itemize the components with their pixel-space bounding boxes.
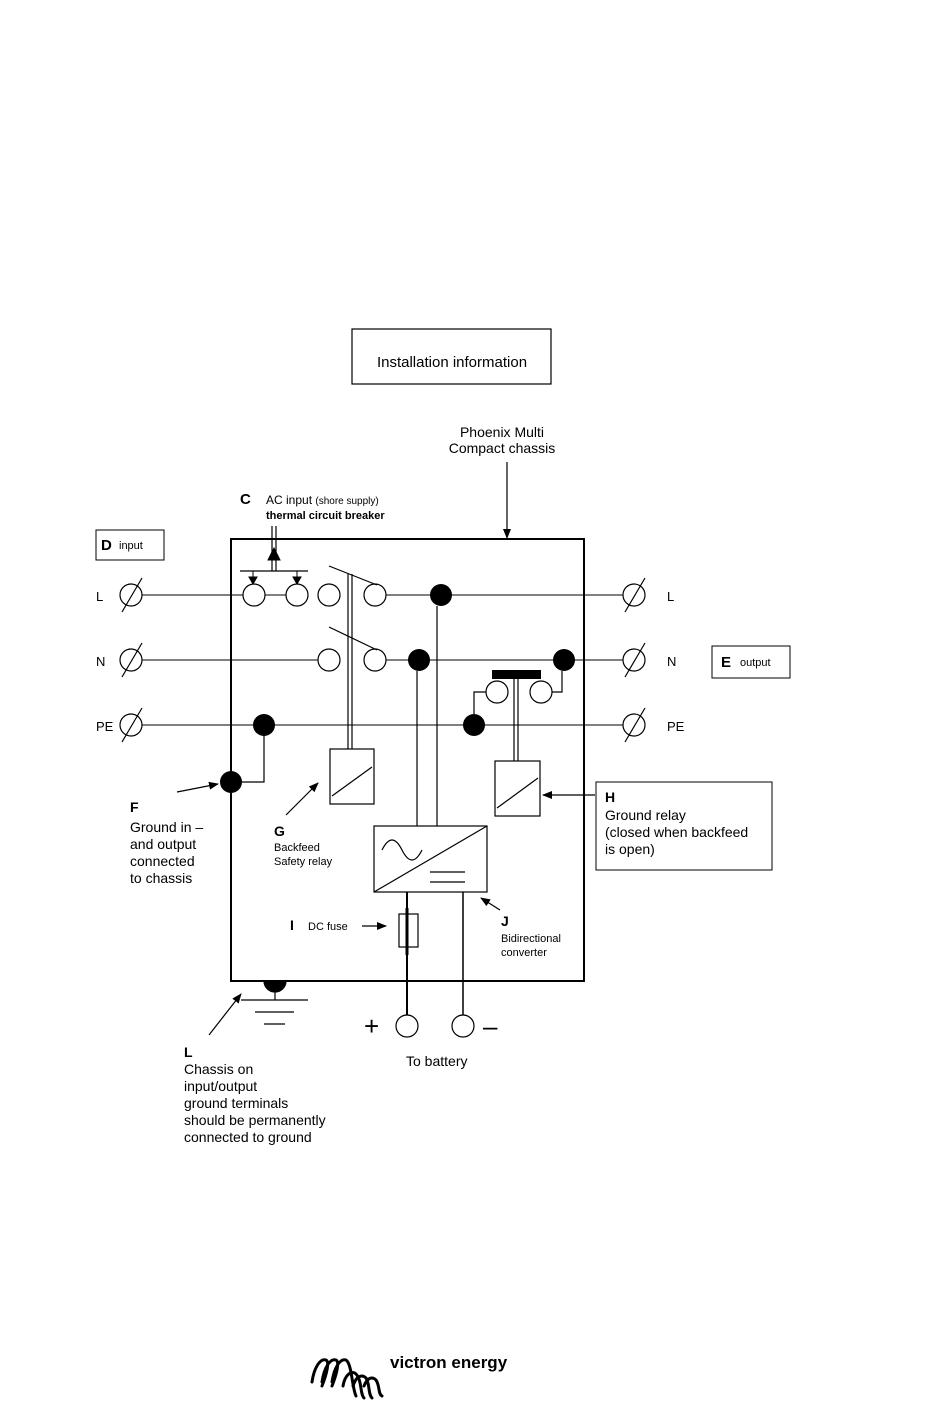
- ground-relay-contacts: [473, 670, 563, 761]
- left-terminal-symbols: [119, 577, 143, 743]
- thermal-breaker: [240, 526, 309, 607]
- logo-text: victron energy: [390, 1353, 508, 1372]
- battery-label: To battery: [406, 1053, 467, 1069]
- i-letter: I: [290, 917, 294, 933]
- f-line1: Ground in –: [130, 819, 203, 835]
- h-line1: Ground relay: [605, 807, 686, 823]
- chassis-label-line1: Phoenix Multi: [460, 424, 544, 440]
- c-letter: C: [240, 491, 251, 508]
- d-input-box: D input: [95, 529, 165, 561]
- junction-nodes: [220, 584, 575, 793]
- g-line1: Backfeed: [274, 842, 320, 854]
- backfeed-relay-coil: [329, 748, 375, 805]
- c-line1-rest: (shore supply): [315, 496, 378, 507]
- e-letter: E: [721, 654, 731, 671]
- j-line2: converter: [501, 947, 547, 959]
- l-line1: Chassis on: [184, 1061, 253, 1077]
- right-terminal-n: N: [667, 654, 676, 669]
- h-letter: H: [605, 789, 615, 805]
- left-terminal-l: L: [96, 589, 103, 604]
- c-line1: AC input (shore supply): [266, 493, 379, 507]
- chassis-label-line2: Compact chassis: [449, 440, 556, 456]
- f-line3: connected: [130, 853, 195, 869]
- f-line2: and output: [130, 836, 196, 852]
- dc-fuse: [395, 892, 475, 1038]
- chassis-ground-symbol: [241, 980, 308, 1025]
- j-line1: Bidirectional: [501, 933, 561, 945]
- battery-minus: –: [483, 1011, 498, 1041]
- backfeed-relay-contacts: [317, 565, 387, 749]
- pe-chassis-link: [242, 736, 265, 783]
- i-text: DC fuse: [308, 921, 348, 933]
- victron-logo-mark-icon: [310, 1358, 384, 1400]
- d-text: input: [119, 540, 143, 552]
- c-line1-bold: AC input: [266, 493, 313, 507]
- title-text: Installation information: [377, 354, 527, 371]
- f-line4: to chassis: [130, 870, 192, 886]
- c-line2: thermal circuit breaker: [266, 510, 385, 522]
- ground-relay-coil: [494, 760, 541, 817]
- g-line2: Safety relay: [274, 856, 333, 868]
- left-terminal-pe: PE: [96, 719, 114, 734]
- l-line5: connected to ground: [184, 1129, 312, 1145]
- h-line3: is open): [605, 841, 655, 857]
- bidirectional-converter: [373, 606, 488, 893]
- pointer-arrows: [176, 781, 595, 1036]
- right-terminal-symbols: [622, 577, 646, 743]
- l-line2: input/output: [184, 1078, 257, 1094]
- left-terminal-n: N: [96, 654, 105, 669]
- l-line3: ground terminals: [184, 1095, 288, 1111]
- e-output-box: E output: [711, 645, 791, 679]
- f-letter: F: [130, 799, 139, 815]
- j-letter: J: [501, 913, 509, 929]
- e-text: output: [740, 657, 771, 669]
- battery-plus: +: [364, 1011, 379, 1041]
- victron-logo: victron energy: [310, 1353, 508, 1400]
- l-letter: L: [184, 1044, 193, 1060]
- right-terminal-l: L: [667, 589, 674, 604]
- h-label-box: H Ground relay (closed when backfeed is …: [595, 781, 773, 871]
- d-letter: D: [101, 537, 112, 554]
- title-box: Installation information: [351, 328, 552, 385]
- g-letter: G: [274, 823, 285, 839]
- h-line2: (closed when backfeed: [605, 824, 748, 840]
- l-line4: should be permanently: [184, 1112, 326, 1128]
- right-terminal-pe: PE: [667, 719, 685, 734]
